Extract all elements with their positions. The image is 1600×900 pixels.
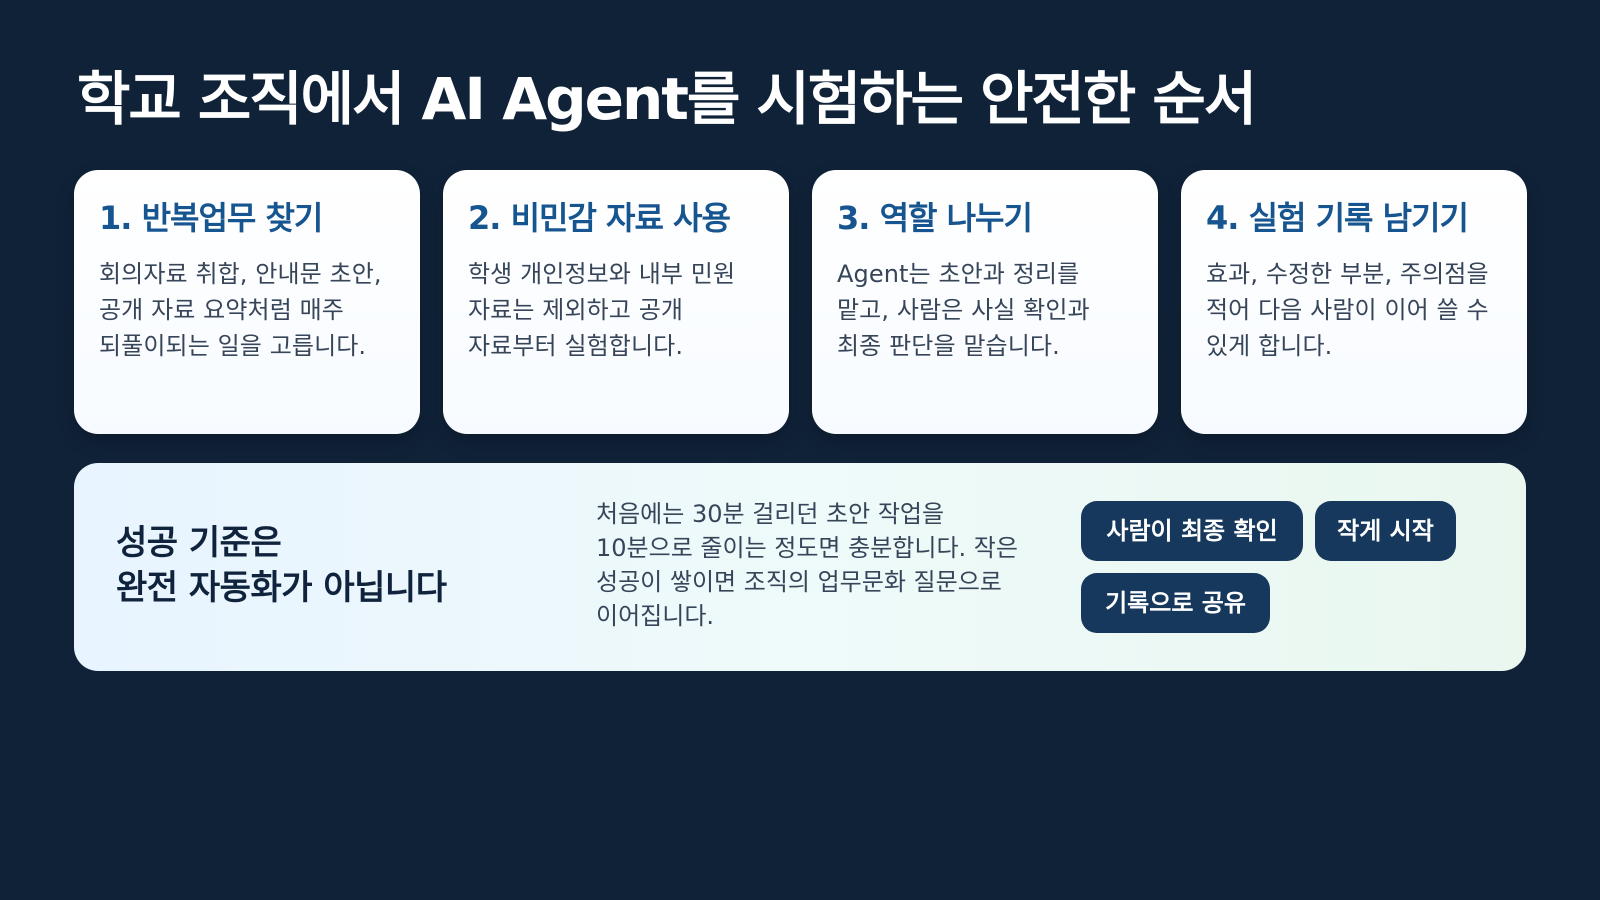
step-card-text: Agent는 초안과 정리를 맡고, 사람은 사실 확인과 최종 판단을 맡습니… [837, 260, 1090, 360]
success-criteria-description: 처음에는 30분 걸리던 초안 작업을 10분으로 줄이는 정도면 충분합니다.… [596, 500, 1018, 630]
step-card-2: 2. 비민감 자료 사용 학생 개인정보와 내부 민원 자료는 제외하고 공개 … [443, 170, 789, 434]
step-card-text: 회의자료 취합, 안내문 초안, 공개 자료 요약처럼 매주 되풀이되는 일을 … [99, 260, 382, 360]
success-criteria-heading-line: 완전 자동화가 아닙니다 [116, 568, 447, 608]
step-card-title: 3. 역할 나누기 [837, 199, 1033, 237]
share-records-chip[interactable]: 기록으로 공유 [1081, 573, 1270, 633]
human-final-check-chip[interactable]: 사람이 최종 확인 [1081, 501, 1303, 561]
success-criteria-panel: 성공 기준은 완전 자동화가 아닙니다 처음에는 30분 걸리던 초안 작업을 … [74, 463, 1526, 671]
success-criteria-heading-line: 성공 기준은 [116, 523, 282, 563]
steps-card-row: 1. 반복업무 찾기 회의자료 취합, 안내문 초안, 공개 자료 요약처럼 매… [74, 170, 1527, 434]
page-title: 학교 조직에서 AI Agent를 시험하는 안전한 순서 [77, 65, 1257, 133]
success-criteria-heading: 성공 기준은 완전 자동화가 아닙니다 [116, 521, 586, 611]
step-card-text: 학생 개인정보와 내부 민원 자료는 제외하고 공개 자료부터 실험합니다. [468, 260, 736, 360]
step-card-1: 1. 반복업무 찾기 회의자료 취합, 안내문 초안, 공개 자료 요약처럼 매… [74, 170, 420, 434]
step-card-4: 4. 실험 기록 남기기 효과, 수정한 부분, 주의점을 적어 다음 사람이 … [1181, 170, 1527, 434]
step-card-title: 4. 실험 기록 남기기 [1206, 199, 1469, 237]
start-small-chip[interactable]: 작게 시작 [1315, 501, 1456, 561]
step-card-title: 1. 반복업무 찾기 [99, 199, 323, 237]
step-card-3: 3. 역할 나누기 Agent는 초안과 정리를 맡고, 사람은 사실 확인과 … [812, 170, 1158, 434]
step-card-text: 효과, 수정한 부분, 주의점을 적어 다음 사람이 이어 쓸 수 있게 합니다… [1206, 260, 1489, 360]
step-card-title: 2. 비민감 자료 사용 [468, 199, 731, 237]
